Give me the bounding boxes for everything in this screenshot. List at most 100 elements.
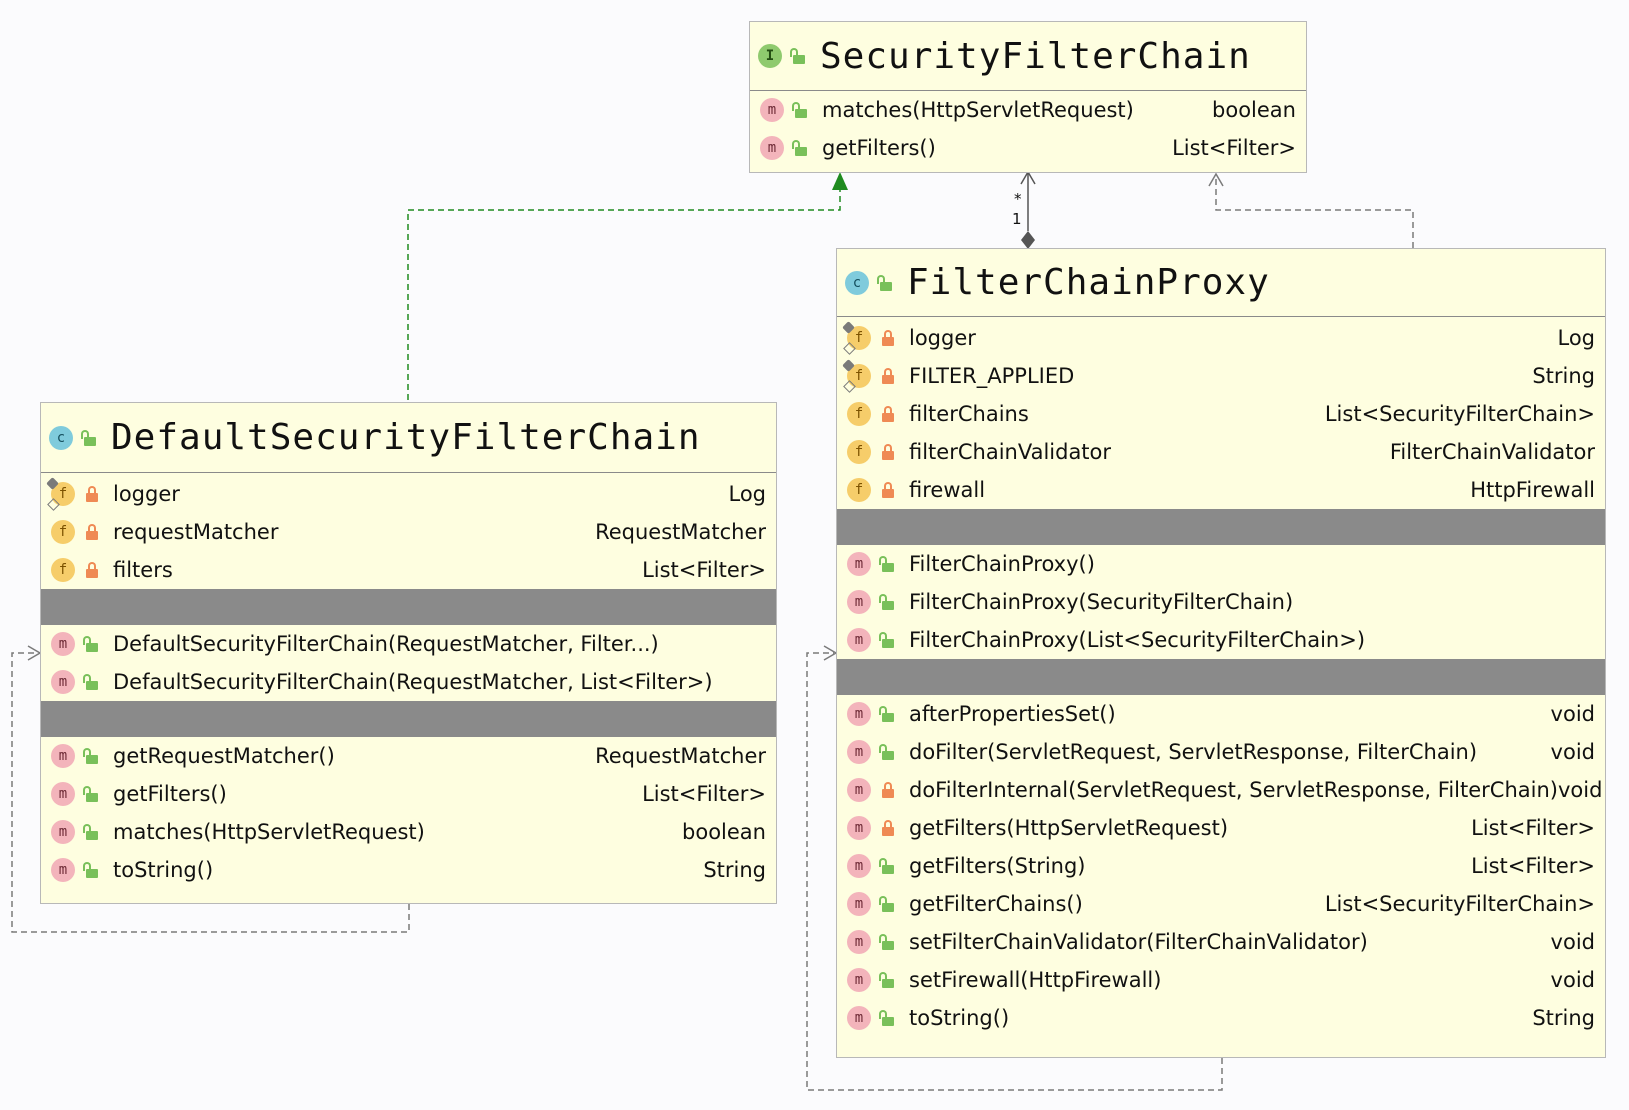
field-icon: f bbox=[847, 478, 871, 502]
private-lock-icon bbox=[881, 482, 895, 498]
public-lock-icon bbox=[879, 594, 895, 610]
public-lock-icon bbox=[83, 748, 99, 764]
field-row[interactable]: f logger Log bbox=[51, 475, 766, 513]
member-name: doFilter(ServletRequest, ServletResponse… bbox=[909, 740, 1478, 764]
member-name: toString() bbox=[909, 1006, 1010, 1030]
method-icon: m bbox=[847, 590, 871, 614]
field-icon: f bbox=[847, 326, 871, 350]
member-name: firewall bbox=[909, 478, 986, 502]
class-header: I SecurityFilterChain bbox=[750, 22, 1306, 91]
member-name: afterPropertiesSet() bbox=[909, 702, 1116, 726]
member-type: List<Filter> bbox=[642, 558, 766, 582]
member-name: DefaultSecurityFilterChain(RequestMatche… bbox=[113, 632, 659, 656]
member-name: logger bbox=[909, 326, 976, 350]
member-type: void bbox=[1550, 968, 1595, 992]
member-name: matches(HttpServletRequest) bbox=[822, 98, 1134, 122]
private-lock-icon bbox=[881, 782, 895, 798]
member-name: getFilters() bbox=[822, 136, 936, 160]
public-lock-icon bbox=[83, 636, 99, 652]
field-row[interactable]: f logger Log bbox=[847, 319, 1595, 357]
public-lock-icon bbox=[879, 858, 895, 874]
member-type: List<SecurityFilterChain> bbox=[1324, 402, 1595, 426]
private-lock-icon bbox=[881, 368, 895, 384]
member-name: logger bbox=[113, 482, 180, 506]
field-icon: f bbox=[51, 482, 75, 506]
constructor-row[interactable]: m FilterChainProxy() bbox=[847, 545, 1595, 583]
private-lock-icon bbox=[85, 486, 99, 502]
method-icon: m bbox=[847, 628, 871, 652]
composition-diamond bbox=[1021, 231, 1035, 249]
method-icon: m bbox=[847, 778, 871, 802]
class-title: DefaultSecurityFilterChain bbox=[111, 417, 701, 458]
public-lock-icon bbox=[83, 862, 99, 878]
member-name: filterChains bbox=[909, 402, 1029, 426]
public-lock-icon bbox=[83, 786, 99, 802]
class-header: c DefaultSecurityFilterChain bbox=[41, 403, 776, 473]
multiplicity-target: * bbox=[1014, 190, 1022, 208]
interface-icon: I bbox=[758, 44, 782, 68]
member-type: FilterChainValidator bbox=[1389, 440, 1595, 464]
member-name: FilterChainProxy() bbox=[909, 552, 1095, 576]
public-access-icon bbox=[790, 48, 806, 64]
method-icon: m bbox=[847, 854, 871, 878]
member-name: getFilters() bbox=[113, 782, 227, 806]
member-name: FILTER_APPLIED bbox=[909, 364, 1075, 388]
member-name: doFilterInternal(ServletRequest, Servlet… bbox=[909, 778, 1558, 802]
member-type: Log bbox=[1557, 326, 1595, 350]
section-separator bbox=[837, 509, 1605, 545]
method-icon: m bbox=[847, 1006, 871, 1030]
self-dependency-edge-dsfc bbox=[11, 652, 410, 933]
method-icon: m bbox=[51, 632, 75, 656]
constructor-row[interactable]: m DefaultSecurityFilterChain(RequestMatch… bbox=[51, 625, 766, 663]
member-type: RequestMatcher bbox=[595, 520, 766, 544]
member-type: boolean bbox=[682, 820, 766, 844]
private-lock-icon bbox=[881, 820, 895, 836]
member-name: filterChainValidator bbox=[909, 440, 1112, 464]
member-name: requestMatcher bbox=[113, 520, 279, 544]
public-lock-icon bbox=[792, 140, 808, 156]
private-lock-icon bbox=[881, 444, 895, 460]
member-type: List<Filter> bbox=[1471, 816, 1595, 840]
public-lock-icon bbox=[879, 744, 895, 760]
method-row[interactable]: m doFilterInternal(ServletRequest, Servle… bbox=[847, 771, 1602, 809]
public-lock-icon bbox=[879, 556, 895, 572]
method-icon: m bbox=[847, 552, 871, 576]
section-separator bbox=[41, 589, 776, 625]
member-type: Log bbox=[728, 482, 766, 506]
member-type: RequestMatcher bbox=[595, 744, 766, 768]
private-lock-icon bbox=[85, 562, 99, 578]
public-lock-icon bbox=[879, 632, 895, 648]
public-lock-icon bbox=[83, 824, 99, 840]
public-lock-icon bbox=[879, 972, 895, 988]
method-icon: m bbox=[51, 858, 75, 882]
member-type: void bbox=[1550, 702, 1595, 726]
